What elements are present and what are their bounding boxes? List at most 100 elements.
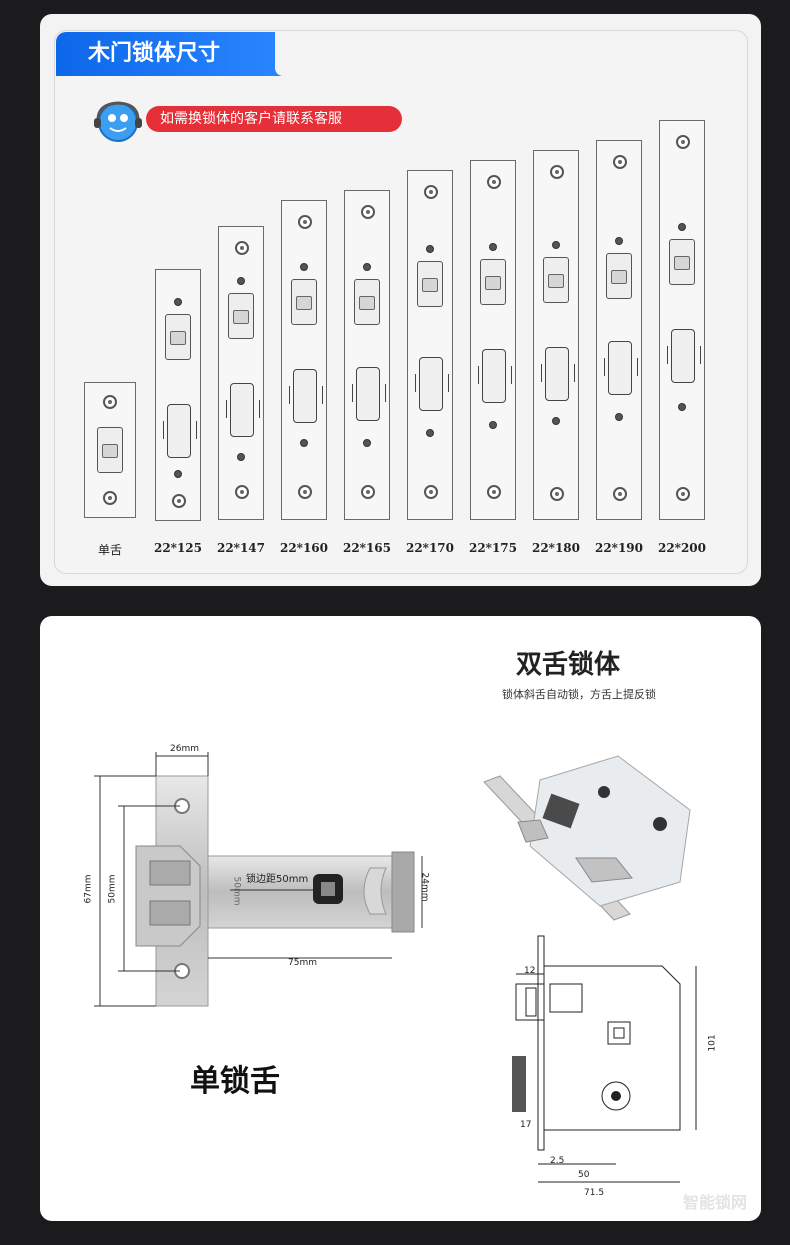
customer-service-mascot-icon bbox=[94, 101, 142, 142]
lock-plate-180 bbox=[533, 150, 579, 520]
strike-slot-icon bbox=[163, 404, 197, 458]
mount-hole-icon bbox=[103, 395, 117, 409]
double-tongue-lock-photo bbox=[483, 755, 691, 921]
size-label-160: 22*160 bbox=[279, 541, 329, 555]
screw-icon bbox=[552, 241, 560, 249]
screw-icon bbox=[615, 413, 623, 421]
mount-hole-icon bbox=[613, 155, 627, 169]
dim-height: 67mm bbox=[83, 874, 94, 904]
dim-double-offset: 2.5 bbox=[550, 1156, 565, 1166]
size-label-190: 22*190 bbox=[594, 541, 644, 555]
dim-hole-spacing: 50mm bbox=[107, 874, 118, 904]
lock-plate-200 bbox=[659, 120, 705, 520]
size-label-single: 单舌 bbox=[97, 543, 122, 557]
double-tongue-technical-drawing bbox=[512, 935, 697, 1183]
watermark: 智能锁网 bbox=[682, 1193, 747, 1212]
mount-hole-icon bbox=[424, 185, 438, 199]
screw-icon bbox=[552, 417, 560, 425]
strike-slot-icon bbox=[415, 357, 449, 411]
strike-slot-icon bbox=[226, 383, 260, 437]
size-label-147: 22*147 bbox=[216, 541, 266, 555]
double-tongue-heading: 双舌锁体 bbox=[516, 650, 621, 680]
screw-icon bbox=[363, 439, 371, 447]
screw-icon bbox=[174, 470, 182, 478]
mount-hole-icon bbox=[361, 485, 375, 499]
strike-slot-icon bbox=[541, 347, 575, 401]
dim-backset: 锁边距50mm bbox=[246, 874, 309, 885]
screw-icon bbox=[237, 277, 245, 285]
size-label-125: 22*125 bbox=[153, 541, 203, 555]
size-label-170: 22*170 bbox=[405, 541, 455, 555]
lock-plate-147 bbox=[218, 226, 264, 520]
size-label-180: 22*180 bbox=[531, 541, 581, 555]
double-tongue-subheading: 锁体斜舌自动锁，方舌上提反锁 bbox=[502, 688, 656, 701]
strike-slot-icon bbox=[478, 349, 512, 403]
mount-hole-icon bbox=[487, 175, 501, 189]
lock-plate-165 bbox=[344, 190, 390, 520]
latch-icon bbox=[97, 427, 123, 473]
mount-hole-icon bbox=[550, 165, 564, 179]
latch-icon bbox=[480, 259, 506, 305]
mount-hole-icon bbox=[550, 487, 564, 501]
screw-icon bbox=[678, 403, 686, 411]
latch-icon bbox=[354, 279, 380, 325]
latch-icon bbox=[417, 261, 443, 307]
lock-plate-160 bbox=[281, 200, 327, 520]
lock-body-card: 双舌锁体 锁体斜舌自动锁，方舌上提反锁 bbox=[40, 616, 761, 1221]
single-latch-caption: 单锁舌 bbox=[190, 1064, 280, 1099]
screw-icon bbox=[426, 245, 434, 253]
screw-icon bbox=[489, 243, 497, 251]
mount-hole-icon bbox=[676, 487, 690, 501]
strike-slot-icon bbox=[289, 369, 323, 423]
mount-hole-icon bbox=[487, 485, 501, 499]
single-latch-diagram bbox=[94, 752, 423, 1007]
dim-double-overall: 71.5 bbox=[584, 1188, 605, 1198]
mount-hole-icon bbox=[172, 494, 186, 508]
dim-depth: 75mm bbox=[288, 958, 317, 968]
screw-icon bbox=[300, 439, 308, 447]
mount-hole-icon bbox=[424, 485, 438, 499]
latch-icon bbox=[165, 314, 191, 360]
size-label-175: 22*175 bbox=[468, 541, 518, 555]
mount-hole-icon bbox=[676, 135, 690, 149]
notice-banner: 如需换锁体的客户请联系客服 bbox=[146, 106, 402, 132]
dim-backset-rotated: 50mm bbox=[231, 876, 242, 906]
mount-hole-icon bbox=[235, 485, 249, 499]
mount-hole-icon bbox=[613, 487, 627, 501]
screw-icon bbox=[300, 263, 308, 271]
mount-hole-icon bbox=[298, 215, 312, 229]
dim-double-backset: 50 bbox=[578, 1170, 590, 1180]
screw-icon bbox=[426, 429, 434, 437]
strike-slot-icon bbox=[667, 329, 701, 383]
latch-icon bbox=[606, 253, 632, 299]
mount-hole-icon bbox=[298, 485, 312, 499]
strike-slot-icon bbox=[604, 341, 638, 395]
size-label-200: 22*200 bbox=[657, 541, 707, 555]
latch-icon bbox=[228, 293, 254, 339]
lock-plate-175 bbox=[470, 160, 516, 520]
size-label-165: 22*165 bbox=[342, 541, 392, 555]
lock-plate-single bbox=[84, 382, 136, 518]
mount-hole-icon bbox=[103, 491, 117, 505]
dim-body: 24mm bbox=[419, 872, 430, 902]
mount-hole-icon bbox=[235, 241, 249, 255]
lock-plate-190 bbox=[596, 140, 642, 520]
lock-plate-170 bbox=[407, 170, 453, 520]
latch-icon bbox=[543, 257, 569, 303]
dim-double-height: 101 bbox=[707, 1034, 718, 1052]
lock-size-card: 木门锁体尺寸 如需换锁体的客户请联系客服 bbox=[40, 14, 761, 586]
latch-icon bbox=[291, 279, 317, 325]
dim-double-top: 12 bbox=[524, 966, 536, 976]
screw-icon bbox=[489, 421, 497, 429]
screw-icon bbox=[237, 453, 245, 461]
strike-slot-icon bbox=[352, 367, 386, 421]
dim-width: 26mm bbox=[170, 744, 199, 754]
latch-icon bbox=[669, 239, 695, 285]
lock-plate-125 bbox=[155, 269, 201, 521]
screw-icon bbox=[363, 263, 371, 271]
screw-icon bbox=[678, 223, 686, 231]
screw-icon bbox=[615, 237, 623, 245]
section-title: 木门锁体尺寸 bbox=[56, 32, 283, 76]
dim-double-left: 17 bbox=[520, 1120, 532, 1130]
screw-icon bbox=[174, 298, 182, 306]
